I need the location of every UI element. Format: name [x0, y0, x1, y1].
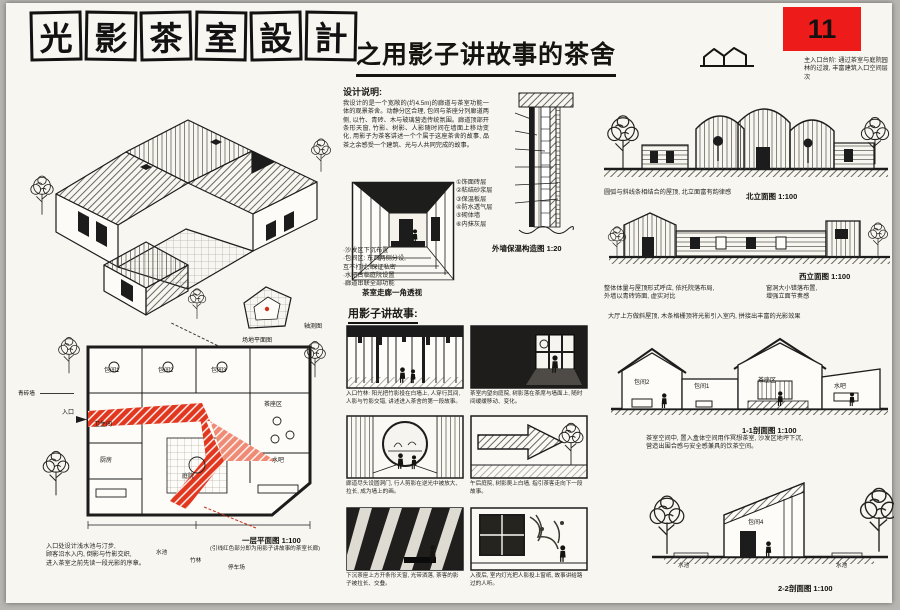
- plan-room-label: 包间2: [158, 368, 174, 374]
- plan-bottom-label: 竹林: [190, 558, 202, 564]
- storyboard-caption: 午后庭院, 树影爬上白墙, 指引茶客走向下一段故事。: [470, 481, 583, 495]
- section-2-2-drawing: [649, 481, 894, 564]
- leader-line: [40, 393, 74, 394]
- design-notes-heading: 设计说明:: [343, 87, 382, 97]
- title-char-box: 設: [249, 10, 303, 62]
- section11-room-label: 包间2: [634, 380, 650, 386]
- plan-bottom-label: 停车场: [228, 565, 245, 571]
- function-legend: ·沙发区下沉布置 ·包间区: 东西两侧分设, 互不打扰, 保证私密 ·水吧台临庭…: [343, 247, 406, 288]
- storyboard-caption: 茶室内望向庭院, 树影落在茶席与墙面上, 随时间缓缓移动、变化。: [470, 391, 583, 405]
- plan-caption-note: (引线红色部分即为用影子讲故事的茶室长廊): [210, 546, 321, 552]
- tree-sketch: [42, 450, 70, 496]
- design-notes-block: 设计说明: 我设计的是一个宽敞的(约4.5m)的廊道与茶室功能一体的观景茶舍。动…: [343, 85, 489, 150]
- storyboard-panel-lightbands: [346, 507, 464, 571]
- site-plan-drawing: [243, 286, 292, 329]
- wall-detail-caption: 外墙保温构造图 1:20: [492, 244, 562, 253]
- title-char-box: 計: [304, 10, 358, 62]
- storyboard-panel-moongate: [346, 415, 464, 479]
- storyboard-caption: 入口竹林: 阳光把竹影投在白墙上, 人穿行其间, 人影与竹影交错, 讲述进入茶舍…: [346, 391, 461, 405]
- plan-bottom-label: 水池: [156, 550, 168, 556]
- storyboard-caption: 廊道尽头设圆洞门, 行人剪影在逆光中被放大、拉长, 成为墙上的画。: [346, 481, 461, 495]
- title-char-box: 室: [194, 10, 248, 62]
- section11-note-bottom: 茶室空间中, 置入盒体空间用作冥想茶室, 沙发区地坪下沉, 营造出围合感与安全感…: [646, 435, 804, 451]
- title-boxed-characters: 光 影 茶 室 設 計: [29, 10, 358, 62]
- sheet-number-badge: 11: [783, 7, 861, 51]
- axonometric-drawing: [30, 119, 331, 320]
- pool-label: 水池: [678, 563, 690, 569]
- section11-room-label: 茶座区: [758, 378, 777, 384]
- plan-room-label: 厨房: [100, 458, 113, 464]
- west-elevation-note-left: 整体体量与屋顶形式呼应, 依托院落布局, 外墙以青砖饰面, 虚实对比: [604, 285, 715, 301]
- storyboard-caption: 入夜后, 室内灯光把人影投上窗纸, 故事讲给路过的人听。: [470, 573, 583, 587]
- wall-layer-labels: ①饰面砖层 ②粘结砂浆层 ③保温板层 ④防水透气层 ⑤砌体墙 ⑥内抹灰层: [456, 179, 493, 228]
- storyboard-heading: 用影子讲故事:: [348, 305, 418, 324]
- page-subtitle: 之用影子讲故事的茶舍: [356, 35, 617, 77]
- storyboard-panel-night-window: [470, 507, 588, 571]
- north-elevation-note: 圆弧与斜线条相结合的屋顶, 北立面富有韵律感: [604, 189, 732, 196]
- north-elevation-drawing: [604, 108, 890, 177]
- plan-room-label: 包间1: [104, 368, 120, 374]
- title-char-box: 茶: [139, 10, 193, 62]
- plan-room-label: 卫生间: [94, 422, 113, 428]
- section22-room-label: 包间4: [748, 520, 764, 526]
- west-elevation-drawing: [607, 212, 890, 264]
- paper-sheet: 光 影 茶 室 設 計 之用影子讲故事的茶舍 11: [6, 3, 894, 603]
- plan-room-label: 入口: [62, 410, 75, 416]
- site-plan-caption: 场地平面图: [242, 338, 273, 344]
- plan-room-label: 水吧: [272, 458, 285, 464]
- entry-design-note: 入口处设计浅水池与汀步, 顾客沿水入内, 倒影与竹影交织, 进入茶室之前先读一段…: [46, 543, 145, 567]
- section11-caption: 1-1剖面图 1:100: [742, 426, 797, 435]
- entrance-steps-note: 主入口台阶: 通过茶室与庭院园林的过渡, 丰富建筑入口空间层次: [804, 57, 888, 81]
- design-notes-body: 我设计的是一个宽敞的(约4.5m)的廊道与茶室功能一体的观景茶舍。动静分区合理,…: [343, 100, 489, 149]
- plan-caption: 一层平面图 1:100: [242, 536, 301, 545]
- section11-room-label: 包间1: [694, 384, 710, 390]
- pool-label: 水池: [836, 563, 848, 569]
- house-sketch-icon: [700, 47, 754, 67]
- tree-sketch: [58, 337, 80, 374]
- section-1-1-drawing: [611, 337, 888, 415]
- wall-detail-drawing: [514, 92, 574, 234]
- section11-note-top: 大厅上方做斜屋顶, 木条格栅顶将光影引入室内, 拼接出丰富的光影效果: [608, 313, 801, 320]
- title-char-box: 光: [29, 10, 83, 62]
- plan-left-label: 青砖墙: [18, 391, 35, 397]
- west-elevation-note-right: 窗洞大小错落布置, 增强立面节奏感: [766, 285, 818, 301]
- plan-room-label: 包间3: [211, 368, 227, 374]
- storyboard-panel-bamboo: [346, 325, 464, 389]
- plan-room-label: 茶座区: [264, 402, 283, 408]
- west-elevation-caption: 西立面图 1:100: [799, 272, 851, 281]
- storyboard-caption: 下沉茶座上方开条形天窗, 光带洒落, 茶客的影子被拉长、交叠。: [346, 573, 459, 587]
- corridor-perspective-drawing: [351, 181, 455, 281]
- floor-plan-drawing: [76, 345, 312, 529]
- north-elevation-caption: 北立面图 1:100: [746, 192, 798, 201]
- storyboard-panel-courtyard-arrow: [470, 415, 588, 479]
- axon-caption: 轴测图: [304, 324, 323, 330]
- tree-sketch: [304, 341, 326, 378]
- storyboard-panel-window: [470, 325, 588, 389]
- corridor-caption: 茶室走廊一角透视: [362, 288, 422, 297]
- section22-caption: 2-2剖面图 1:100: [778, 584, 833, 593]
- title-char-box: 影: [84, 10, 138, 62]
- plan-room-label: 庭院: [182, 474, 195, 480]
- section11-room-label: 水吧: [834, 384, 847, 390]
